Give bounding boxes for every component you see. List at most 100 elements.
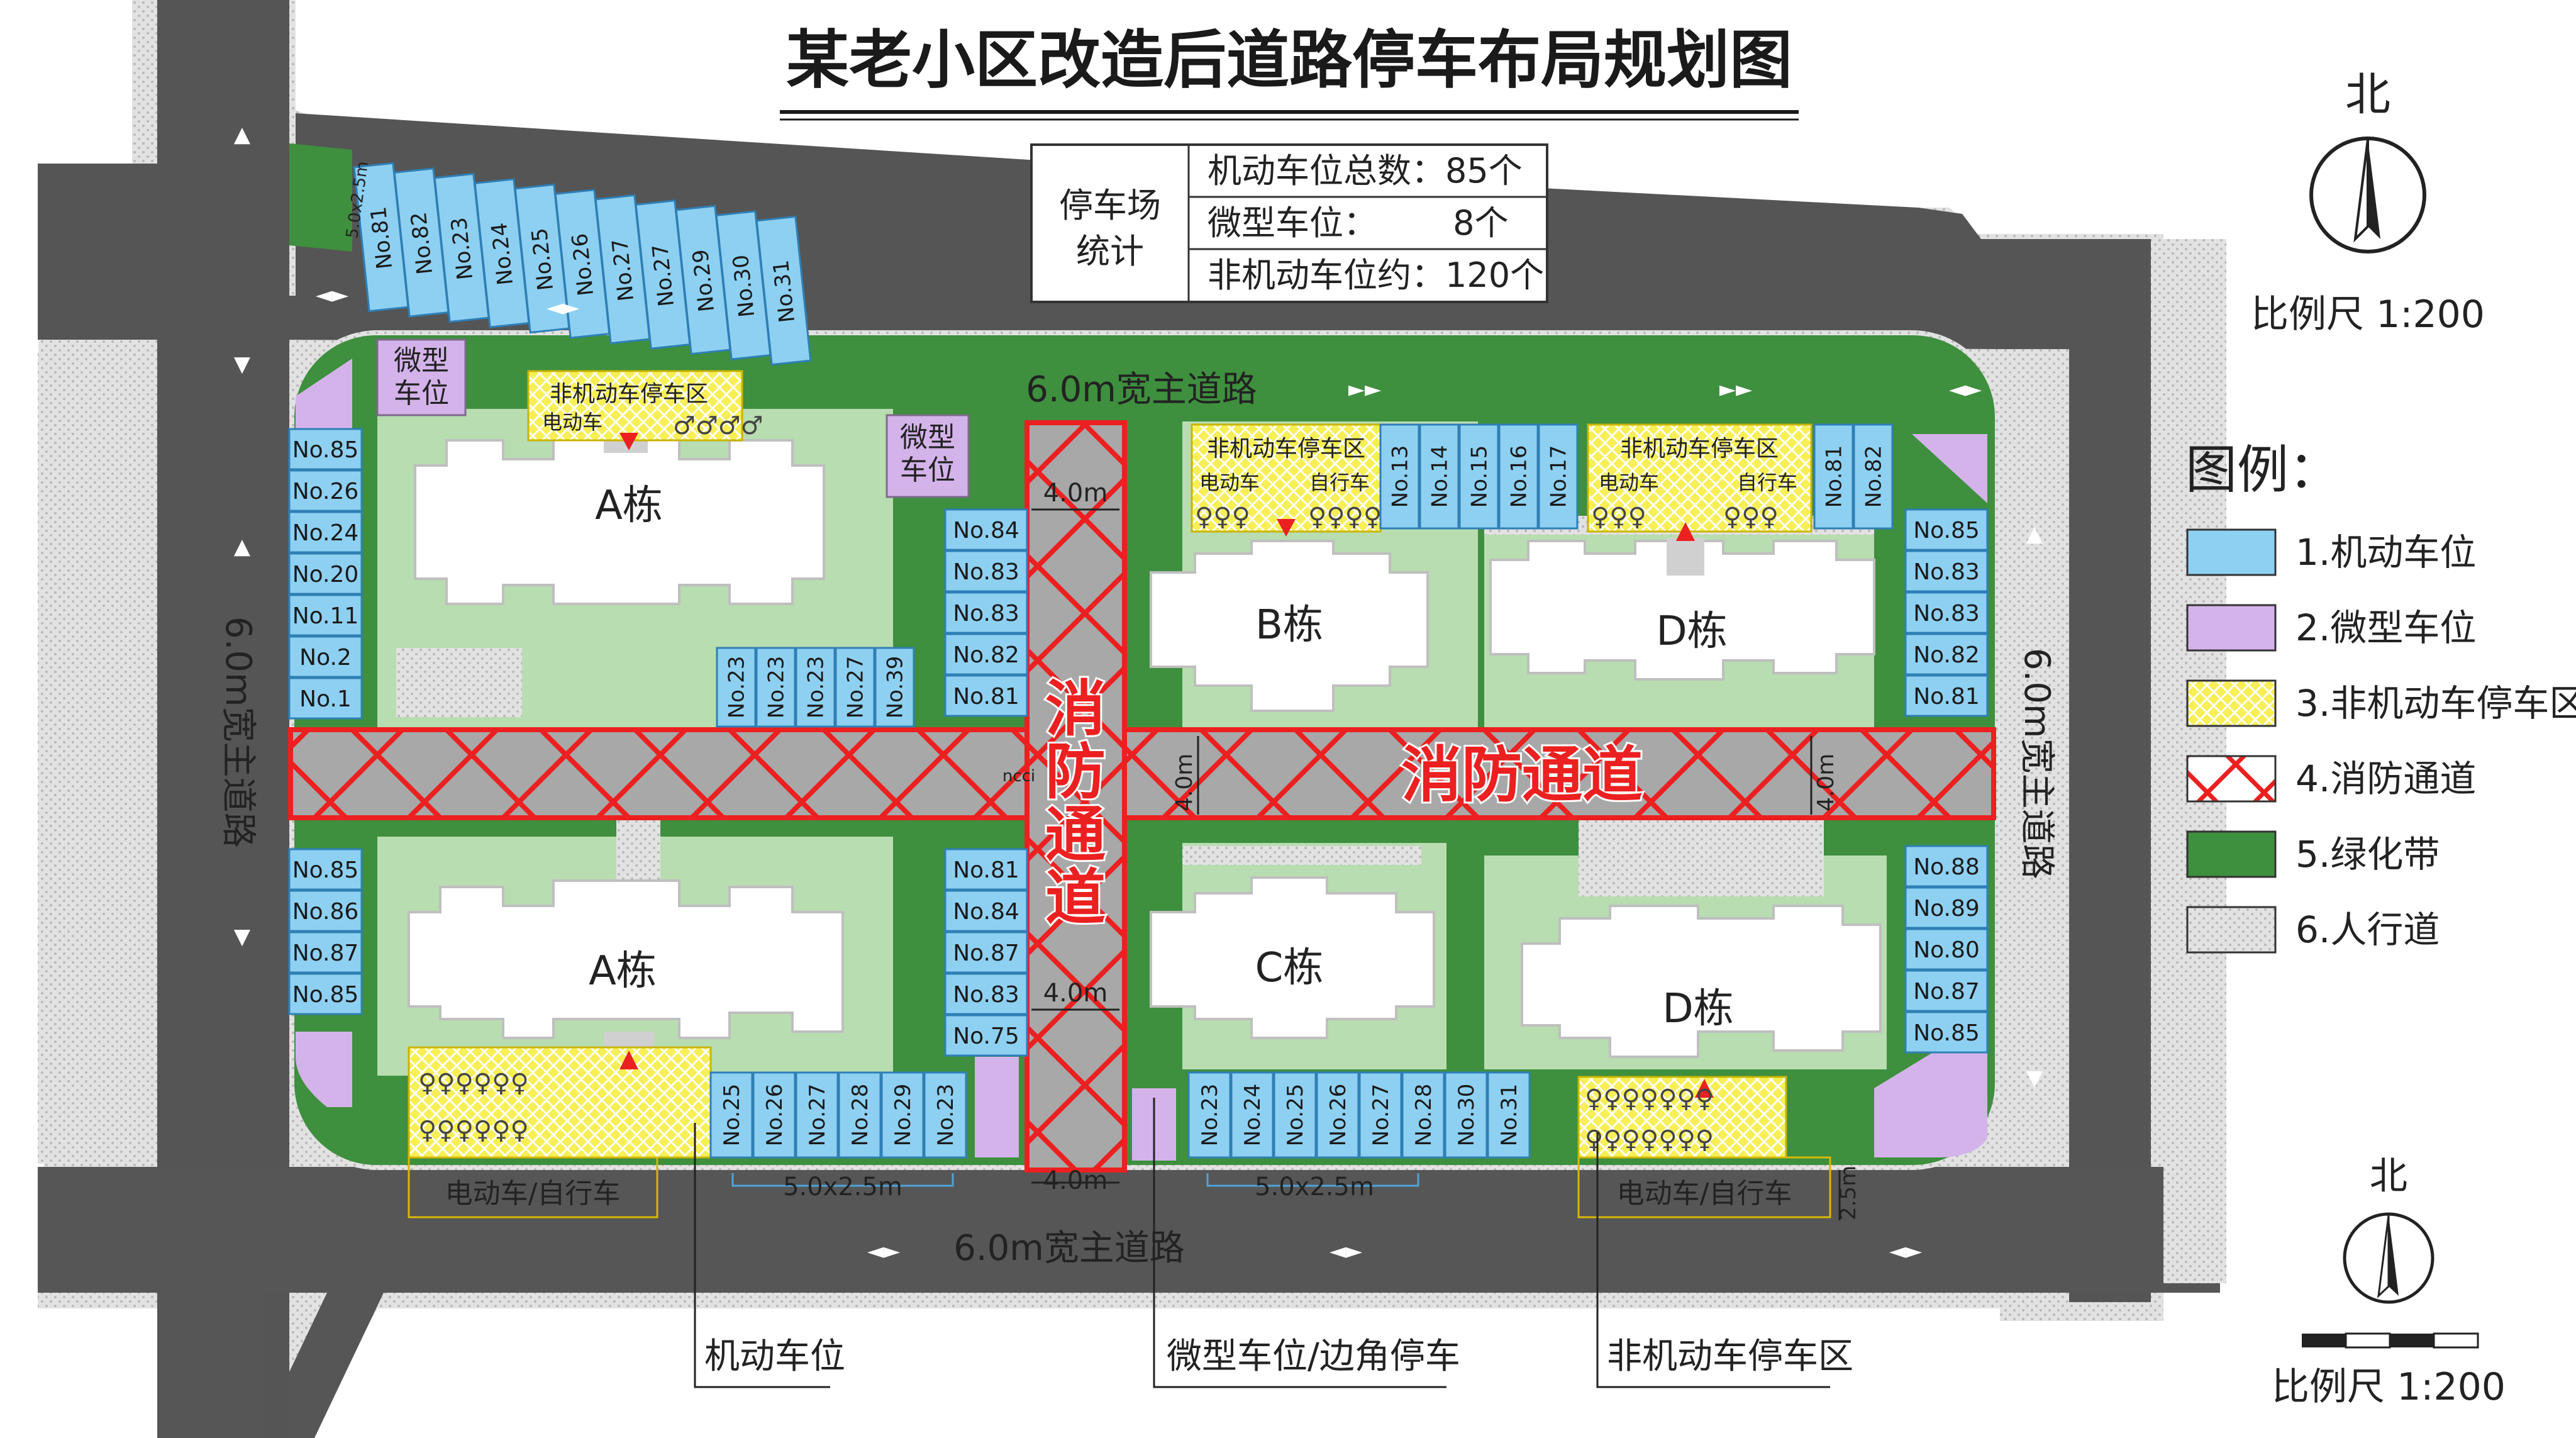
stall-label: No.27 (1368, 1084, 1394, 1147)
north-arrow-small: 北 比例尺 1:200 (2272, 1154, 2506, 1409)
parking-stall: No.28 (838, 1071, 882, 1159)
parking-stall: No.87 (1904, 969, 1989, 1012)
stats-table: 停车场 统计 机动车位总数：85个 微型车位： 8个 非机动车位约：120个 (1030, 143, 1548, 303)
stall-label: No.84 (953, 518, 1019, 543)
fire-width-4: 4.0m (1172, 754, 1197, 811)
parking-stall: No.85 (288, 428, 363, 471)
svg-text:▲: ▲ (234, 122, 251, 147)
stall-label: No.81 (953, 857, 1019, 883)
fire-width-5: 4.0m (1813, 754, 1839, 811)
bike-zone-b-sub-left: 电动车 (1199, 471, 1260, 494)
parking-stall: No.31 (1487, 1071, 1531, 1159)
south-west-road (157, 1167, 264, 1438)
parking-stall: No.83 (944, 973, 1028, 1015)
legend-swatch (2186, 528, 2277, 576)
stall-label: No.25 (719, 1084, 745, 1147)
building-a-north (414, 433, 825, 605)
parking-stall: No.83 (1904, 591, 1989, 634)
svg-text:♀♀♀♀♀♀♀: ♀♀♀♀♀♀♀ (1585, 1125, 1714, 1154)
building-a-south (408, 879, 844, 1039)
stall-label: No.82 (953, 642, 1019, 668)
parking-stall: No.27 (795, 1071, 839, 1159)
svg-text:◄►: ◄► (1949, 377, 1982, 402)
parking-stall: No.26 (1316, 1071, 1360, 1159)
dimension-marks (731, 1173, 1419, 1187)
svg-text:▼: ▼ (234, 924, 251, 949)
road-label-top: 6.0m宽主道路 (1026, 369, 1257, 410)
parking-stall: No.1 (288, 677, 363, 720)
callout-motor: 机动车位 (704, 1336, 845, 1377)
svg-text:车位: 车位 (900, 454, 955, 486)
road-label-right: 6.0m宽主道路 (2016, 648, 2057, 879)
bike-zone-nw (527, 370, 743, 442)
stall-label: No.27 (805, 1084, 830, 1147)
parking-stall: No.81 (944, 674, 1028, 717)
legend-title: 图例： (2185, 440, 2340, 500)
svg-text:◄►: ◄► (1889, 1239, 1923, 1264)
north-small-label: 北 (2370, 1154, 2407, 1198)
stats-motor-total: 机动车位总数：85个 (1208, 151, 1523, 191)
stall-label: No.27 (843, 656, 869, 719)
parking-stall: No.23 (716, 647, 757, 728)
micro-spots: 微型 车位 微型 车位 (296, 338, 1987, 1161)
stall-label: No.85 (1913, 1020, 1980, 1046)
stall-label: No.23 (724, 656, 750, 719)
stall-label: No.24 (292, 520, 359, 546)
building-d-north-label: D栋 (1656, 608, 1727, 655)
stall-label: No.30 (1454, 1084, 1479, 1147)
parking-stall: No.83 (944, 591, 1028, 634)
bike-zone-d (1587, 423, 1813, 533)
parking-stall: No.83 (1904, 550, 1989, 593)
south-road (38, 1167, 2220, 1293)
parking-stall: No.83 (944, 550, 1028, 593)
parking-stall: No.17 (1538, 423, 1579, 530)
legend: 图例： 1.机动车位2.微型车位3.非机动车停车区4.消防通道5.绿化带6.人行… (2185, 440, 2576, 954)
stall-label: No.85 (1913, 518, 1980, 543)
north-strip-green (289, 143, 352, 252)
svg-text:►►: ►► (1719, 377, 1753, 402)
stall-label: No.82 (1862, 445, 1887, 508)
parking-stall: No.20 (288, 552, 363, 595)
stall-label: No.25 (1283, 1084, 1308, 1147)
building-b-label: B栋 (1255, 602, 1323, 649)
parking-stall: No.23 (433, 172, 490, 323)
parking-stall: No.29 (880, 1071, 924, 1159)
bike-glyphs: ♂♂♂♂ ♀♀♀ ♀♀♀♀ ♀♀♀ ♀♀♀ ♀♀♀♀♀♀ ♀♀♀♀♀♀ ♀♀♀♀… (418, 411, 1779, 1154)
non-motor-zones: 非机动车停车区 电动车 非机动车停车区 电动车 自行车 非机动车停车区 电动车 … (408, 370, 1813, 1159)
parking-stall: No.81 (353, 162, 409, 313)
small-scale-label: 比例尺 1:200 (2272, 1365, 2506, 1409)
svg-text:▲: ▲ (2026, 521, 2043, 547)
fire-width-1: 4.0m (1043, 479, 1108, 508)
stall-label: No.23 (804, 656, 829, 719)
svg-text:♀♀♀: ♀♀♀ (1195, 503, 1250, 532)
stall-label: No.85 (292, 857, 359, 883)
stats-micro-total: 微型车位： 8个 (1208, 203, 1509, 243)
parking-stall: No.16 (1498, 423, 1539, 530)
parking-stall: No.27 (1358, 1071, 1402, 1159)
parking-stall: No.25 (709, 1071, 753, 1159)
north-label: 北 (2345, 68, 2390, 121)
fire-width-2: 4.0m (1043, 979, 1108, 1008)
parking-stall: No.81 (1904, 674, 1989, 717)
stall-label: No.83 (953, 601, 1019, 627)
building-d-entrance (1667, 538, 1704, 576)
stall-label: No.24 (1240, 1084, 1265, 1147)
svg-text:▲: ▲ (234, 534, 251, 559)
parking-stall: No.23 (755, 647, 796, 728)
fire-lane-v-char-3: 通 (1045, 800, 1106, 870)
parking-stall: No.27 (635, 199, 691, 350)
parking-stall: No.82 (1904, 633, 1989, 676)
legend-swatch (2186, 906, 2277, 954)
parking-stall: No.23 (795, 647, 836, 728)
fire-width-3: 4.0m (1043, 1166, 1108, 1195)
parking-stall: No.86 (288, 889, 363, 932)
parking-stall: No.84 (944, 508, 1028, 551)
svg-text:♀♀♀♀: ♀♀♀♀ (1308, 503, 1382, 532)
fire-lane-horizontal-label: 消防通道 (1401, 740, 1643, 810)
parking-stall: No.84 (944, 889, 1028, 932)
stall-label: No.17 (1546, 445, 1572, 508)
parking-stall: No.27 (835, 647, 875, 728)
west-spur-road (38, 164, 157, 340)
legend-swatch (2186, 679, 2277, 727)
